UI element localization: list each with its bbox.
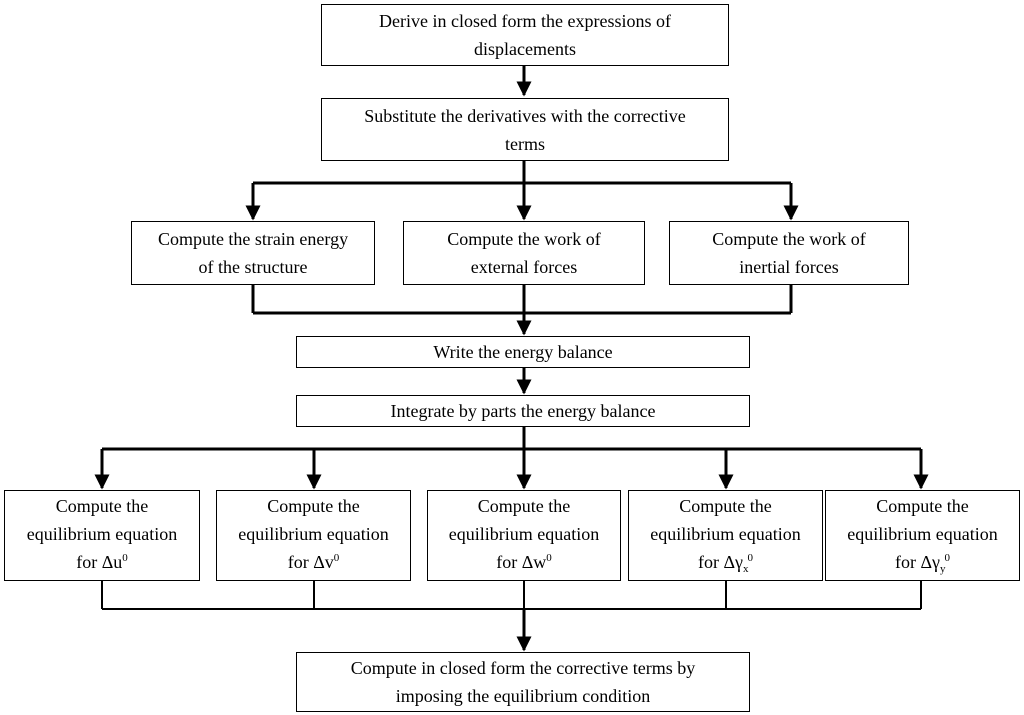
- eq-gy-line-2: equilibrium equation: [847, 524, 998, 544]
- eq-gx-line-2: equilibrium equation: [650, 524, 801, 544]
- eq-v-line-3: for Δv0: [238, 548, 388, 579]
- external-work-line-1: Compute the work of: [447, 229, 601, 249]
- eq-gx-subscript: x: [743, 563, 749, 575]
- substitute-line-1: Substitute the derivatives with the corr…: [364, 105, 686, 126]
- eq-w-line-1: Compute the: [477, 496, 571, 516]
- substitute-line-2: terms: [504, 133, 545, 154]
- eq-v-symbol: for Δv: [287, 552, 334, 572]
- eq-gy-line-1: Compute the: [876, 496, 969, 516]
- external-work-line-2: external forces: [470, 257, 578, 277]
- derive-displacements-box: Derive in closed form the expressions of…: [321, 4, 729, 66]
- equilibrium-u-box: Compute the equilibrium equation for Δu0: [4, 490, 200, 581]
- eq-gx-line-1: Compute the: [679, 496, 772, 516]
- integrate-label: Integrate by parts the energy balance: [390, 401, 656, 421]
- final-line-1: Compute in closed form the corrective te…: [350, 658, 696, 678]
- eq-v-superscript: 0: [333, 552, 340, 564]
- substitute-derivatives-box: Substitute the derivatives with the corr…: [321, 98, 729, 161]
- eq-gy-line-3: for Δγy0: [847, 548, 997, 579]
- derive-line-1: Derive in closed form the expressions of: [379, 11, 671, 31]
- eq-w-symbol: for Δw: [496, 552, 547, 572]
- equilibrium-w-box: Compute the equilibrium equation for Δw0: [427, 490, 621, 581]
- inertial-work-box: Compute the work of inertial forces: [669, 221, 909, 285]
- eq-u-symbol: for Δu: [76, 552, 123, 572]
- equilibrium-gamma-y-box: Compute the equilibrium equation for Δγy…: [825, 490, 1020, 581]
- derive-line-2: displacements: [474, 39, 576, 59]
- eq-v-line-2: equilibrium equation: [238, 524, 389, 544]
- eq-gy-subscript: y: [940, 563, 946, 575]
- inertial-work-line-1: Compute the work of: [712, 229, 866, 249]
- eq-v-line-1: Compute the: [267, 496, 360, 516]
- eq-gy-symbol: for Δγ: [894, 552, 941, 572]
- inertial-work-line-2: inertial forces: [739, 257, 839, 277]
- eq-u-line-2: equilibrium equation: [26, 524, 178, 544]
- external-work-box: Compute the work of external forces: [403, 221, 645, 285]
- eq-gx-line-3: for Δγx0: [650, 548, 800, 579]
- equilibrium-v-box: Compute the equilibrium equation for Δv0: [216, 490, 411, 581]
- eq-u-line-3: for Δu0: [27, 548, 177, 579]
- eq-gy-superscript: 0: [944, 552, 951, 564]
- eq-gx-symbol: for Δγ: [697, 552, 744, 572]
- eq-gx-superscript: 0: [747, 552, 754, 564]
- eq-u-line-1: Compute the: [55, 496, 149, 516]
- eq-u-superscript: 0: [122, 552, 128, 564]
- final-corrective-terms-box: Compute in closed form the corrective te…: [296, 652, 750, 712]
- energy-balance-box: Write the energy balance: [296, 336, 750, 368]
- eq-w-line-3: for Δw0: [449, 548, 599, 579]
- eq-w-superscript: 0: [546, 552, 552, 564]
- energy-balance-label: Write the energy balance: [433, 342, 613, 362]
- eq-w-line-2: equilibrium equation: [448, 524, 600, 544]
- strain-energy-box: Compute the strain energy of the structu…: [131, 221, 375, 285]
- strain-energy-line-2: of the structure: [198, 257, 308, 277]
- equilibrium-gamma-x-box: Compute the equilibrium equation for Δγx…: [628, 490, 823, 581]
- final-line-2: imposing the equilibrium condition: [395, 686, 651, 706]
- integrate-by-parts-box: Integrate by parts the energy balance: [296, 395, 750, 427]
- strain-energy-line-1: Compute the strain energy: [157, 229, 349, 249]
